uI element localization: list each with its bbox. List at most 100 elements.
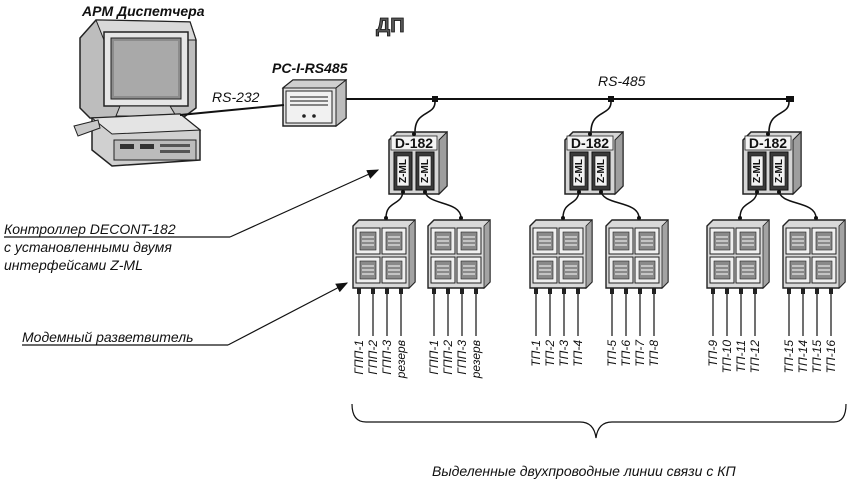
line-label: ГПП-3 xyxy=(380,340,394,375)
zml-cable xyxy=(424,189,462,219)
splitter-side xyxy=(483,219,491,289)
line-label: ГПП-2 xyxy=(441,340,455,375)
zml-port xyxy=(577,190,581,194)
line-label: ТП-12 xyxy=(748,340,762,374)
lines-label: Выделенные двухпроводные линии связи с К… xyxy=(432,463,736,479)
zml-port xyxy=(423,190,427,194)
zml-label: Z-ML xyxy=(752,159,763,183)
line-terminal xyxy=(534,288,538,294)
zml-label: Z-ML xyxy=(774,159,785,183)
bus-drop-cable xyxy=(414,101,436,133)
line-label: ГПП-1 xyxy=(427,340,441,375)
splitter-callout-arrow xyxy=(227,282,349,346)
line-label: ТП-11 xyxy=(734,340,748,372)
line-terminal xyxy=(753,288,757,294)
line-label: ТП-9 xyxy=(706,340,720,367)
line-label: ТП-7 xyxy=(633,339,647,367)
zml-cable xyxy=(778,189,817,219)
bus-junction xyxy=(432,96,438,102)
splitter-port xyxy=(384,216,388,220)
line-label: ТП-15 xyxy=(810,340,824,374)
line-label: ГПП-1 xyxy=(352,340,366,375)
zml-port xyxy=(777,190,781,194)
zml-face xyxy=(396,155,410,187)
lines-brace xyxy=(351,403,847,439)
line-terminal xyxy=(562,288,566,294)
line-terminal xyxy=(624,288,628,294)
controller-label-line3: интерфейсами Z-ML xyxy=(4,257,143,273)
zml-port xyxy=(755,190,759,194)
line-terminal xyxy=(357,288,361,294)
splitter-side xyxy=(838,219,846,289)
converter-icon xyxy=(281,78,348,128)
bus-junction xyxy=(608,96,614,102)
splitter-port xyxy=(637,216,641,220)
zml-label: Z-ML xyxy=(596,159,607,183)
controller-port xyxy=(412,132,416,136)
line-terminal xyxy=(460,288,464,294)
splitter-port xyxy=(814,216,818,220)
line-terminal xyxy=(385,288,389,294)
line-label: ТП-4 xyxy=(571,340,585,367)
line-terminal xyxy=(725,288,729,294)
rs485-label: RS-485 xyxy=(598,73,646,89)
zml-face xyxy=(572,155,586,187)
splitter-side xyxy=(408,219,416,289)
zml-face xyxy=(594,155,608,187)
zml-label: Z-ML xyxy=(574,159,585,183)
zml-label: Z-ML xyxy=(398,159,409,183)
zml-face xyxy=(750,155,764,187)
line-label: ТП-8 xyxy=(647,340,661,367)
controller-name: D-182 xyxy=(749,135,787,151)
line-terminal xyxy=(371,288,375,294)
line-terminal xyxy=(638,288,642,294)
line-label: ГПП-3 xyxy=(455,340,469,375)
controller-callout-arrow xyxy=(229,169,380,238)
line-terminal xyxy=(815,288,819,294)
arm-label: АРМ Диспетчера xyxy=(81,3,205,19)
line-terminal xyxy=(711,288,715,294)
controller-label-line1: Контроллер DECONT-182 xyxy=(4,221,176,237)
workstation-icon xyxy=(73,19,202,167)
controller-name: D-182 xyxy=(395,135,433,151)
controller-side xyxy=(792,130,802,196)
line-label: резерв xyxy=(394,340,408,379)
line-terminal xyxy=(399,288,403,294)
splitter-side xyxy=(762,219,770,289)
dp-label: ДП xyxy=(376,15,405,37)
rs232-label: RS-232 xyxy=(212,89,260,105)
line-label: ГПП-2 xyxy=(366,340,380,375)
rs232-cable xyxy=(179,104,285,116)
zml-label: Z-ML xyxy=(420,159,431,183)
dp-logo: ДП xyxy=(376,13,421,37)
controller-label-line2: с установленными двумя xyxy=(4,239,172,255)
pc-rs485-label: PC-I-RS485 xyxy=(272,60,348,76)
zml-port xyxy=(401,190,405,194)
line-label: ТП-16 xyxy=(824,340,838,374)
line-terminal xyxy=(474,288,478,294)
line-terminal xyxy=(801,288,805,294)
line-terminal xyxy=(576,288,580,294)
line-terminal xyxy=(787,288,791,294)
zml-face xyxy=(772,155,786,187)
bus-drop-cable xyxy=(768,101,790,133)
line-terminal xyxy=(548,288,552,294)
line-terminal xyxy=(446,288,450,294)
line-label: ТП-5 xyxy=(605,340,619,367)
bus-junction xyxy=(786,96,792,102)
line-terminal xyxy=(739,288,743,294)
controller-name: D-182 xyxy=(571,135,609,151)
